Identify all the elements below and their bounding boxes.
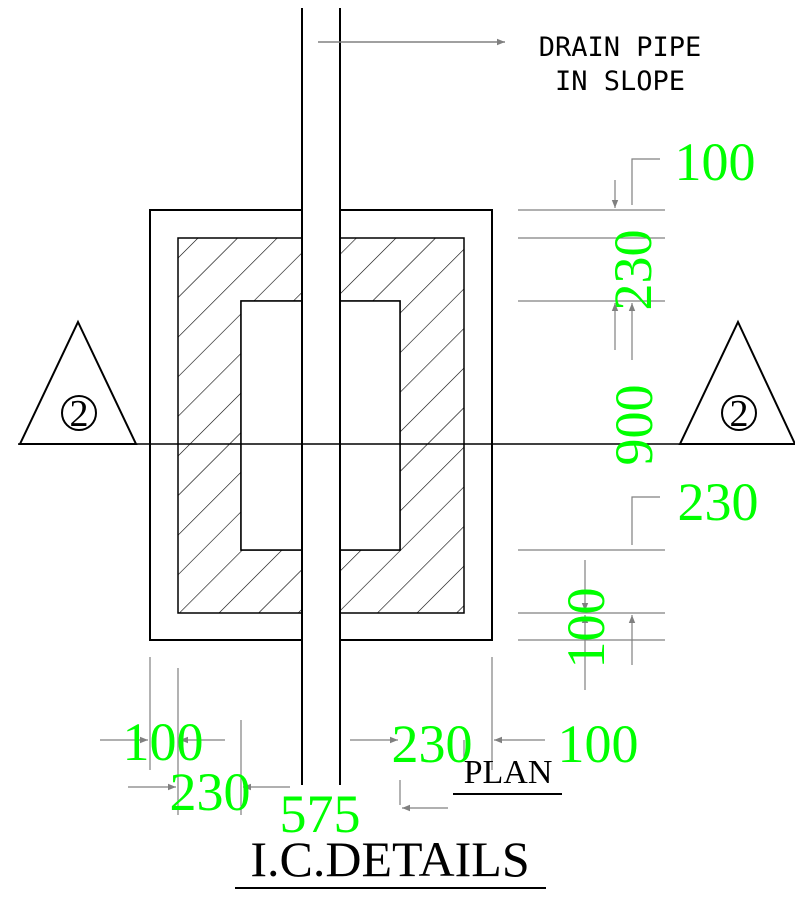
dim-right-top-100: 100 [675,132,756,192]
section-marker-right-label: 2 [730,393,749,435]
view-label: PLAN [464,754,553,791]
dim-bottom-left-230: 230 [170,762,251,822]
dim-right-bottom-100: 100 [556,588,616,669]
dim-bottom-575: 575 [280,784,361,844]
dim-bottom-right-230: 230 [392,714,473,774]
dim-right-230-lower: 230 [678,472,759,532]
section-marker-left: 2 [18,319,138,445]
drain-pipe [302,0,340,785]
dim-bottom-left-100: 100 [123,712,204,772]
right-dimensions [518,158,665,690]
bottom-dimensions [100,657,545,815]
dim-right-900: 900 [604,385,664,466]
section-marker-left-label: 2 [70,393,89,435]
drawing-title: I.C.DETAILS [250,831,529,887]
drain-pipe-note-line2: IN SLOPE [555,66,685,97]
dim-bottom-right-100: 100 [558,714,639,774]
drain-pipe-note-line1: DRAIN PIPE [539,32,702,63]
section-marker-right: 2 [678,319,795,445]
dim-right-230-upper: 230 [603,230,663,311]
